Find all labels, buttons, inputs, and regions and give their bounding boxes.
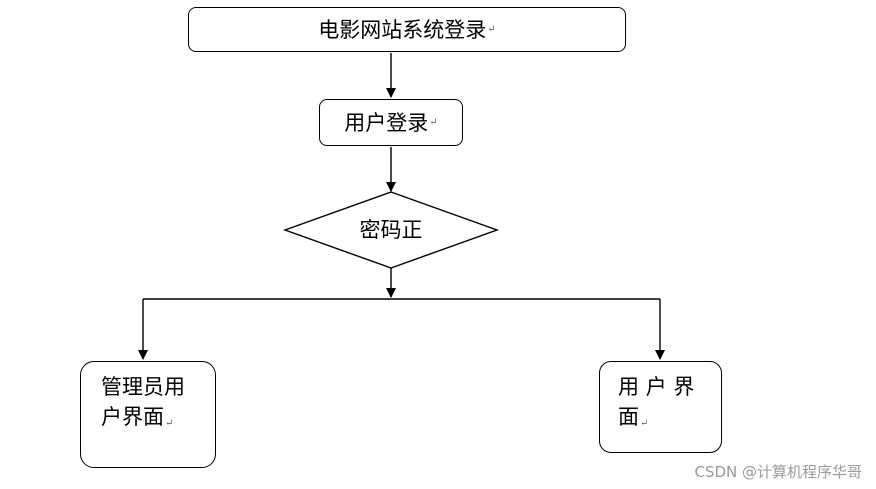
paragraph-mark-icon: ↵ [429,116,438,128]
admin-ui-label-line2: 户界面 [101,405,164,429]
paragraph-mark-icon: ↵ [640,418,649,429]
user-ui-box: 用 户 界 面↵ [599,361,722,453]
user-login-box: 用户登录↵ [319,99,463,146]
watermark: CSDN @计算机程序华哥 [694,463,862,481]
system-login-label: 电影网站系统登录 [318,17,487,42]
user-ui-label-line2: 面 [618,405,639,429]
user-login-label: 用户登录 [344,110,429,135]
admin-ui-label-line1: 管理员用 [101,375,185,399]
paragraph-mark-icon: ↵ [165,418,174,429]
user-ui-label-line1: 用 户 界 [618,375,695,399]
paragraph-mark-icon: ↵ [487,23,496,35]
system-login-box: 电影网站系统登录↵ [188,7,626,52]
admin-ui-box: 管理员用 户界面↵ [80,361,216,468]
password-check-label: 密码正 [359,218,423,242]
